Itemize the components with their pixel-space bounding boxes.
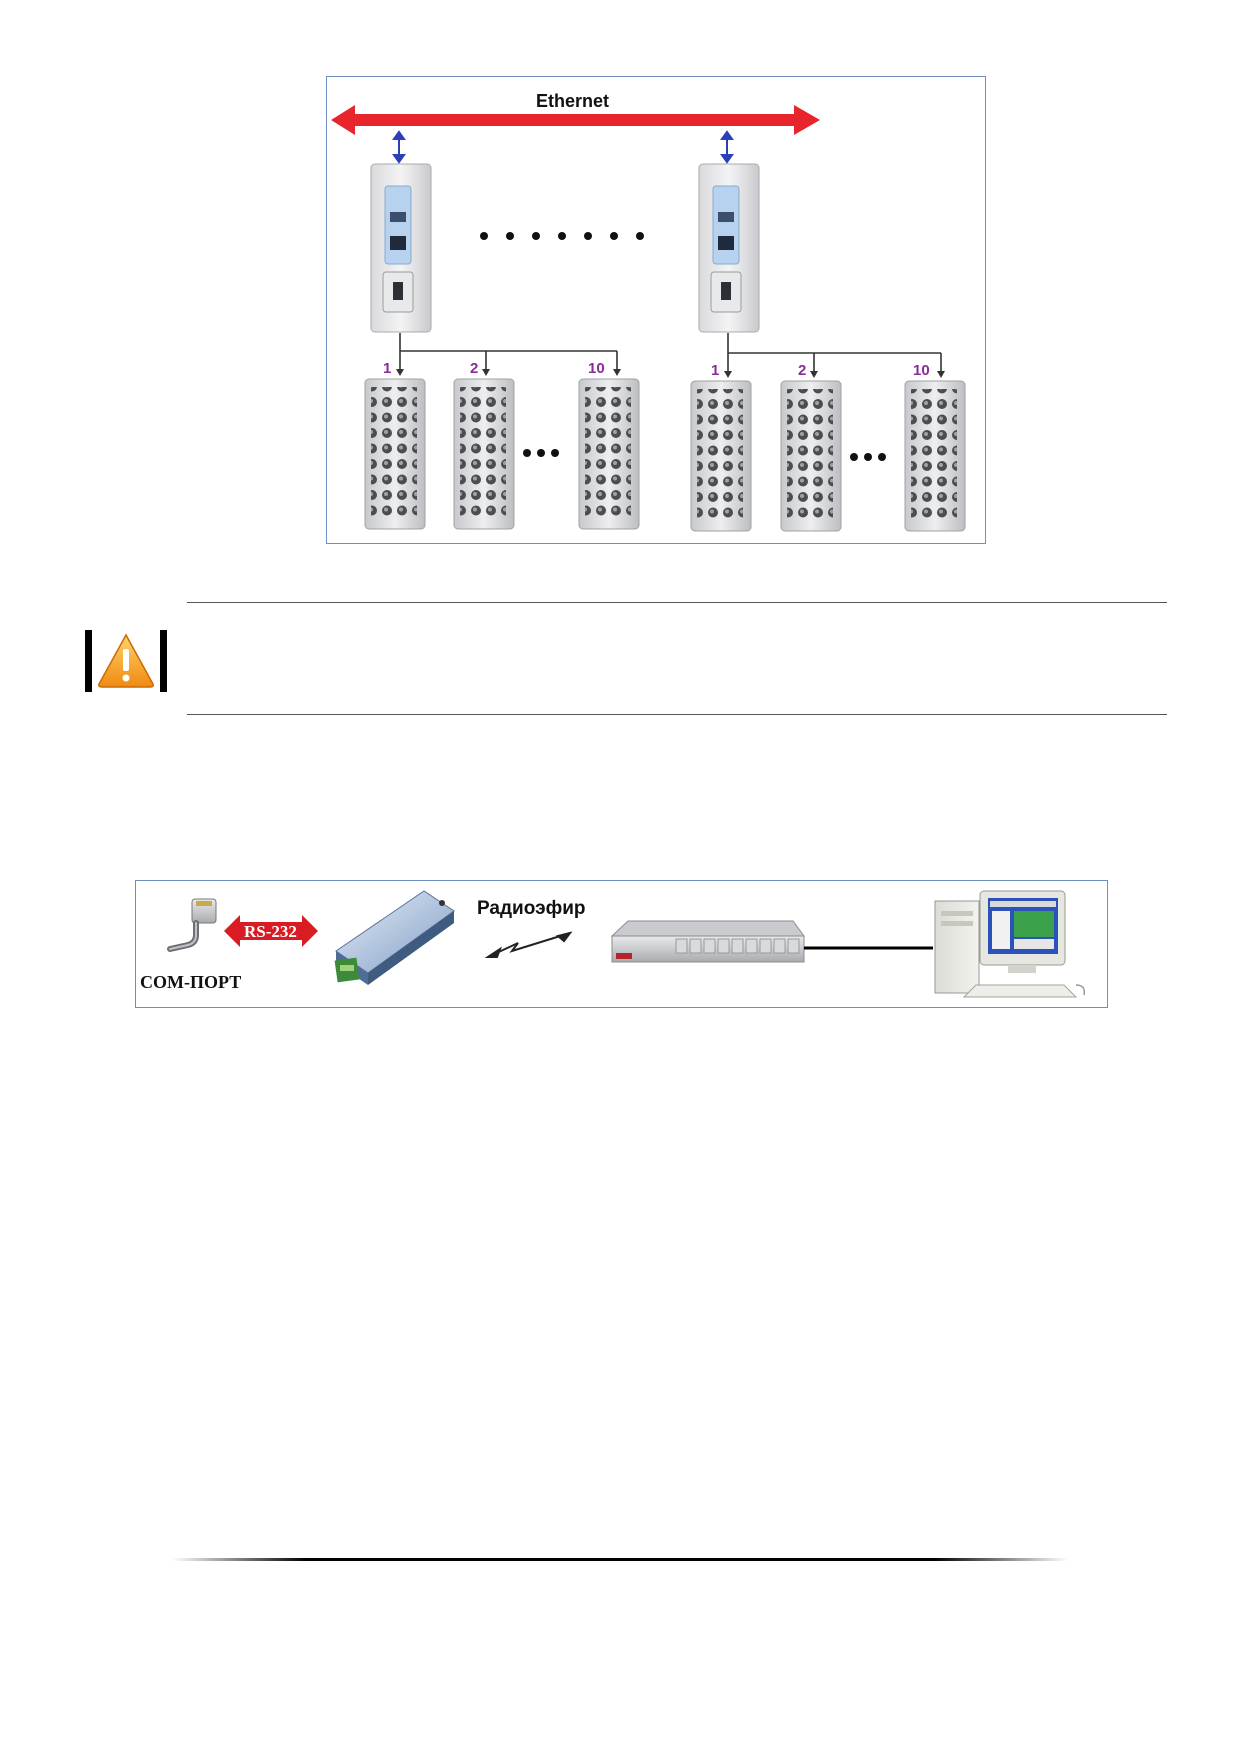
module-number-label: 2 bbox=[798, 362, 806, 379]
page-footer-divider bbox=[172, 1558, 1068, 1561]
modules-ellipsis bbox=[523, 449, 559, 457]
controller-device-icon bbox=[370, 163, 432, 333]
serial-connector-icon bbox=[167, 898, 217, 952]
expansion-module-icon bbox=[780, 380, 842, 532]
module-number-label: 10 bbox=[913, 362, 930, 379]
radio-label: Радиоэфир bbox=[477, 898, 586, 919]
expansion-module-icon bbox=[578, 378, 640, 530]
module-number-label: 1 bbox=[711, 362, 719, 379]
radio-link-icon bbox=[484, 931, 573, 958]
bus-lines-right bbox=[727, 333, 942, 375]
receiver-unit-icon bbox=[610, 920, 805, 963]
bus-arrowheads-left bbox=[396, 369, 621, 376]
bus-arrowheads-right bbox=[724, 371, 945, 378]
rs232-arrow bbox=[224, 915, 318, 947]
controllers-ellipsis bbox=[480, 232, 644, 240]
warning-icon bbox=[84, 630, 168, 692]
module-number-label: 10 bbox=[588, 360, 605, 377]
expansion-module-icon bbox=[690, 380, 752, 532]
computer-icon bbox=[934, 890, 1086, 998]
radio-modem-icon bbox=[334, 890, 455, 985]
ethernet-label: Ethernet bbox=[536, 91, 609, 111]
expansion-module-icon bbox=[364, 378, 426, 530]
warning-divider-top bbox=[187, 602, 1167, 603]
expansion-module-icon bbox=[904, 380, 966, 532]
ethernet-network-diagram: Ethernet bbox=[326, 76, 986, 544]
warning-divider-bottom bbox=[187, 714, 1167, 715]
expansion-module-icon bbox=[453, 378, 515, 530]
link-arrow-right bbox=[720, 130, 734, 164]
module-number-label: 1 bbox=[383, 360, 391, 377]
rs232-label: RS-232 bbox=[244, 922, 297, 941]
module-number-label: 2 bbox=[470, 360, 478, 377]
radio-link-diagram: RS-232 COM-ПОРТ Радиоэфир bbox=[135, 880, 1108, 1008]
link-arrow-left bbox=[392, 130, 406, 164]
bus-lines-left bbox=[399, 333, 618, 373]
controller-device-icon bbox=[698, 163, 760, 333]
ethernet-arrow bbox=[331, 105, 820, 135]
modules-ellipsis bbox=[850, 453, 886, 461]
com-port-label: COM-ПОРТ bbox=[140, 972, 241, 992]
